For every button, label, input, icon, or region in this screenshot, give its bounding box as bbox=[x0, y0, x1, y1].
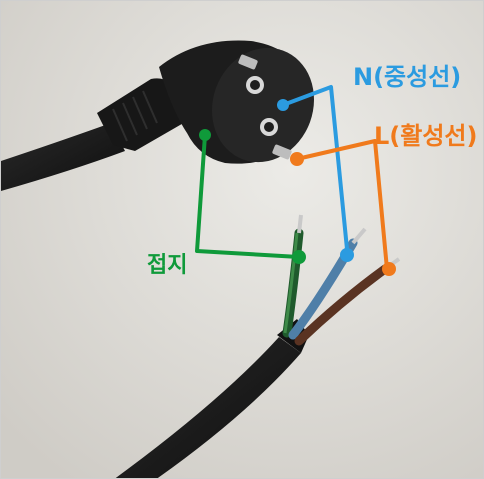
neutral-dot-wire bbox=[340, 248, 354, 262]
plug-face bbox=[211, 47, 315, 163]
live-connector-line bbox=[296, 139, 389, 270]
pin-bottom bbox=[264, 122, 274, 132]
ground-label: 접지 bbox=[147, 253, 188, 278]
live-dot-plug bbox=[290, 152, 304, 166]
live-dot-wire bbox=[382, 262, 396, 276]
neutral-label: N(중성선) bbox=[353, 63, 462, 91]
pin-top bbox=[250, 80, 260, 90]
strain-relief bbox=[97, 78, 187, 151]
green-wire-shade bbox=[283, 232, 299, 334]
blue-wire-tip bbox=[351, 227, 367, 245]
green-wire-tip bbox=[297, 214, 303, 234]
ground-dot-plug bbox=[199, 129, 211, 141]
ground-dot-wire bbox=[292, 250, 306, 264]
neutral-dot-plug bbox=[277, 99, 289, 111]
live-label: L(활성선) bbox=[374, 122, 478, 150]
ground-connector-line bbox=[195, 134, 300, 259]
ground-clip-bottom bbox=[272, 144, 292, 160]
neutral-connector-line bbox=[282, 85, 349, 250]
ground-clip-top bbox=[238, 54, 258, 70]
brown-wire bbox=[294, 264, 390, 346]
upper-cord bbox=[1, 123, 125, 191]
lower-cord bbox=[115, 337, 301, 478]
green-wire bbox=[282, 228, 304, 338]
strain-relief-ribs bbox=[112, 90, 158, 142]
